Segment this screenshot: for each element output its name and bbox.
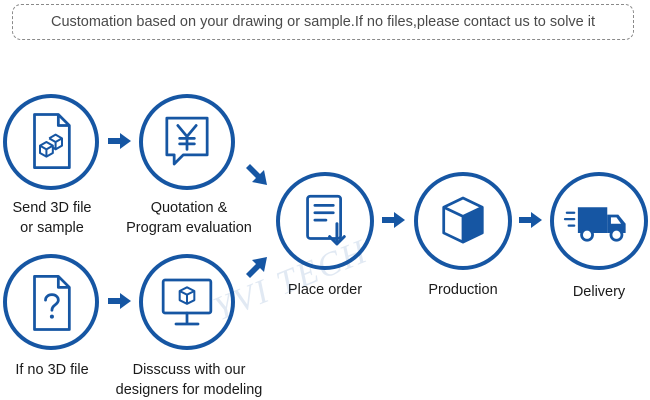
step-production-circle bbox=[414, 172, 512, 270]
step-no-file-label: If no 3D file bbox=[15, 362, 89, 378]
step-quotation-label: Quotation & Program evaluation bbox=[126, 200, 252, 236]
step-delivery-label: Delivery bbox=[572, 284, 626, 300]
step-send-file-circle bbox=[3, 94, 99, 190]
yen-chat-icon bbox=[165, 116, 209, 166]
step-quotation-circle bbox=[139, 94, 235, 190]
box-icon bbox=[442, 196, 484, 244]
info-banner: Customation based on your drawing or sam… bbox=[12, 4, 634, 40]
step-place-order-label: Place order bbox=[287, 282, 363, 298]
truck-icon bbox=[563, 207, 626, 242]
step-no-file-circle bbox=[3, 254, 99, 350]
banner-text: Customation based on your drawing or sam… bbox=[50, 14, 596, 30]
arrow-right-icon bbox=[108, 133, 131, 149]
arrow-diagonal-up-icon bbox=[246, 257, 267, 278]
question-file-icon bbox=[33, 274, 71, 331]
step-place-order-circle bbox=[276, 172, 374, 270]
arrow-right-icon bbox=[519, 212, 542, 228]
step-send-file-label: Send 3D file or sample bbox=[12, 200, 92, 236]
step-production-label: Production bbox=[428, 282, 498, 298]
arrow-diagonal-down-icon bbox=[246, 164, 267, 185]
step-discuss-circle bbox=[139, 254, 235, 350]
step-delivery-circle bbox=[550, 172, 648, 270]
step-discuss-label: Disscuss with our designers for modeling bbox=[115, 362, 263, 398]
3d-file-icon bbox=[33, 113, 71, 170]
arrow-right-icon bbox=[382, 212, 405, 228]
monitor-cube-icon bbox=[161, 278, 213, 326]
arrow-right-icon bbox=[108, 293, 131, 309]
order-download-icon bbox=[306, 194, 346, 246]
